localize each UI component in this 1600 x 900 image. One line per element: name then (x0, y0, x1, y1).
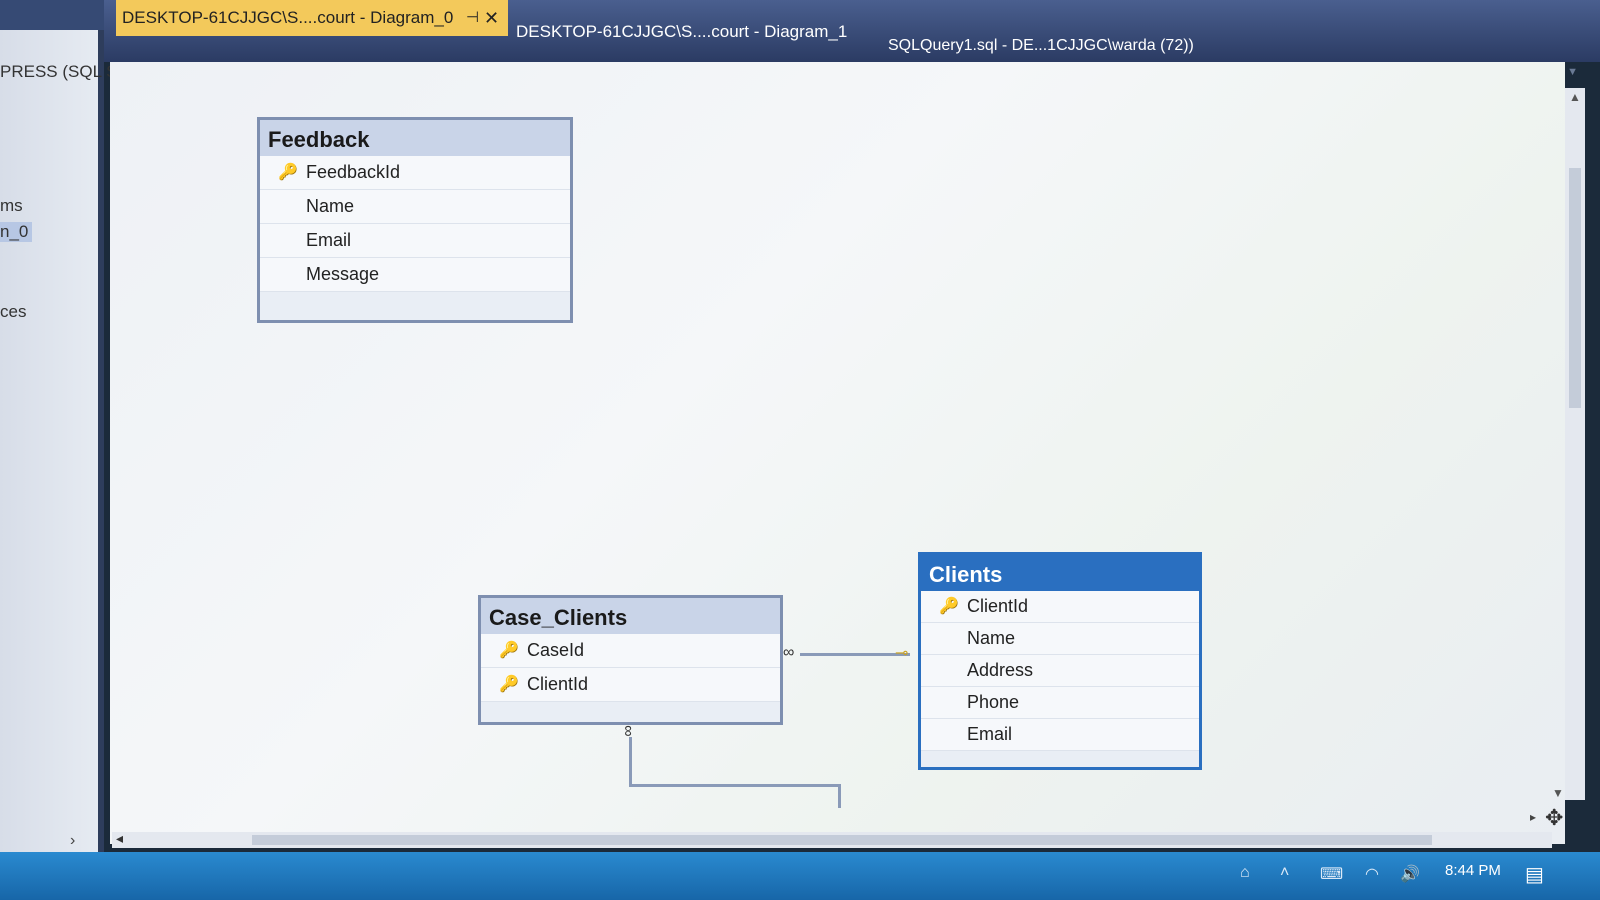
column-name: ClientId (527, 674, 589, 694)
action-center-icon[interactable]: ▤ (1525, 864, 1544, 886)
column-row[interactable]: Name (260, 190, 570, 224)
column-row[interactable]: 🔑 ClientId (481, 668, 780, 702)
column-row[interactable]: Message (260, 258, 570, 292)
vertical-scroll-thumb[interactable] (1569, 168, 1581, 408)
column-name: Email (306, 230, 352, 250)
table-feedback[interactable]: Feedback 🔑 FeedbackId Name Email Message (257, 117, 573, 323)
network-icon[interactable]: ⌂ (1240, 864, 1250, 881)
horizontal-scrollbar[interactable] (112, 832, 1552, 848)
server-node[interactable]: PRESS (SQL S (0, 62, 118, 81)
volume-icon[interactable]: 🔊 (1400, 866, 1420, 883)
tab-diagram-1[interactable]: DESKTOP-61CJJGC\S....court - Diagram_1 (516, 14, 847, 50)
column-row[interactable]: 🔑 ClientId (921, 591, 1199, 623)
column-name: Message (306, 264, 380, 284)
column-name: Name (306, 196, 355, 216)
column-row[interactable]: Phone (921, 687, 1199, 719)
column-name: FeedbackId (306, 162, 401, 182)
relationship-line-continue[interactable] (838, 784, 841, 808)
pin-icon[interactable]: ⊣ (466, 9, 480, 26)
table-title[interactable]: Case_Clients (481, 598, 780, 634)
column-row[interactable]: Name (921, 623, 1199, 655)
panel-header (0, 0, 104, 30)
key-icon: 🔑 (499, 676, 519, 693)
document-tab-bar: DESKTOP-61CJJGC\S....court - Diagram_0 ⊣… (0, 0, 1600, 62)
tab-diagram-0[interactable]: DESKTOP-61CJJGC\S....court - Diagram_0 ⊣… (116, 0, 508, 36)
chevron-up-icon[interactable]: ˄ (1280, 864, 1290, 881)
tree-node-selected[interactable]: n_0 (0, 222, 33, 242)
column-name: CaseId (527, 640, 585, 660)
many-end-icon: ∞ (619, 725, 637, 737)
column-row[interactable]: Email (921, 719, 1199, 751)
tree-node-diagrams[interactable]: ms (0, 196, 23, 215)
scroll-right-icon[interactable]: ▸ (1530, 810, 1537, 824)
tab-overflow-dropdown-icon[interactable]: ▼ (1567, 66, 1578, 78)
scroll-up-icon[interactable]: ▲ (1569, 90, 1581, 104)
pan-icon[interactable]: ✥ (1545, 805, 1564, 830)
column-name: Name (967, 628, 1016, 648)
table-title[interactable]: Feedback (260, 120, 570, 156)
column-row[interactable]: 🔑 FeedbackId (260, 156, 570, 190)
diagram-canvas[interactable]: Feedback 🔑 FeedbackId Name Email Message… (110, 62, 1565, 844)
table-case-clients[interactable]: Case_Clients 🔑 CaseId 🔑 ClientId (478, 595, 783, 725)
table-clients[interactable]: Clients 🔑 ClientId Name Address Phone Em… (918, 552, 1202, 770)
object-explorer-panel: PRESS (SQL S ms n_0 ces › (0, 0, 117, 852)
relationship-line-case-clients-clients[interactable] (800, 653, 910, 656)
column-name: Address (967, 660, 1034, 680)
chevron-right-icon[interactable]: › (70, 832, 76, 849)
tab-sqlquery1[interactable]: SQLQuery1.sql - DE...1CJJGC\warda (72)) (888, 28, 1194, 64)
column-row[interactable]: Address (921, 655, 1199, 687)
tab-label: DESKTOP-61CJJGC\S....court - Diagram_0 (122, 8, 454, 27)
close-icon[interactable]: ✕ (484, 8, 500, 28)
column-name: ClientId (967, 596, 1029, 616)
keyboard-icon[interactable]: ⌨ (1320, 866, 1344, 883)
key-icon: 🔑 (499, 642, 519, 659)
column-row[interactable]: 🔑 CaseId (481, 634, 780, 668)
vertical-scrollbar[interactable] (1565, 88, 1585, 800)
scroll-left-icon[interactable]: ◂ (116, 830, 124, 846)
tab-label: DESKTOP-61CJJGC\S....court - Diagram_1 (516, 22, 848, 41)
windows-taskbar: ⌂ ˄ ⌨ ◠ 🔊 8:44 PM ▤ (0, 852, 1600, 900)
relationship-line-horizontal[interactable] (629, 784, 841, 787)
relationship-line-case-clients-down[interactable] (629, 737, 632, 787)
tree-node-resources[interactable]: ces (0, 302, 27, 321)
wifi-icon[interactable]: ◠ (1365, 866, 1379, 883)
key-icon: 🔑 (939, 598, 959, 615)
many-end-icon: ∞ (783, 644, 795, 661)
scroll-down-icon[interactable]: ▼ (1552, 786, 1564, 800)
column-row[interactable]: Email (260, 224, 570, 258)
column-name: Email (967, 724, 1013, 744)
table-title[interactable]: Clients (921, 555, 1199, 591)
key-icon: 🔑 (278, 164, 298, 181)
key-end-icon: ⊸ (895, 645, 909, 662)
horizontal-scroll-thumb[interactable] (252, 835, 1432, 845)
column-name: Phone (967, 692, 1020, 712)
taskbar-clock[interactable]: 8:44 PM (1445, 862, 1501, 879)
tab-label: SQLQuery1.sql - DE...1CJJGC\warda (72)) (888, 37, 1194, 54)
